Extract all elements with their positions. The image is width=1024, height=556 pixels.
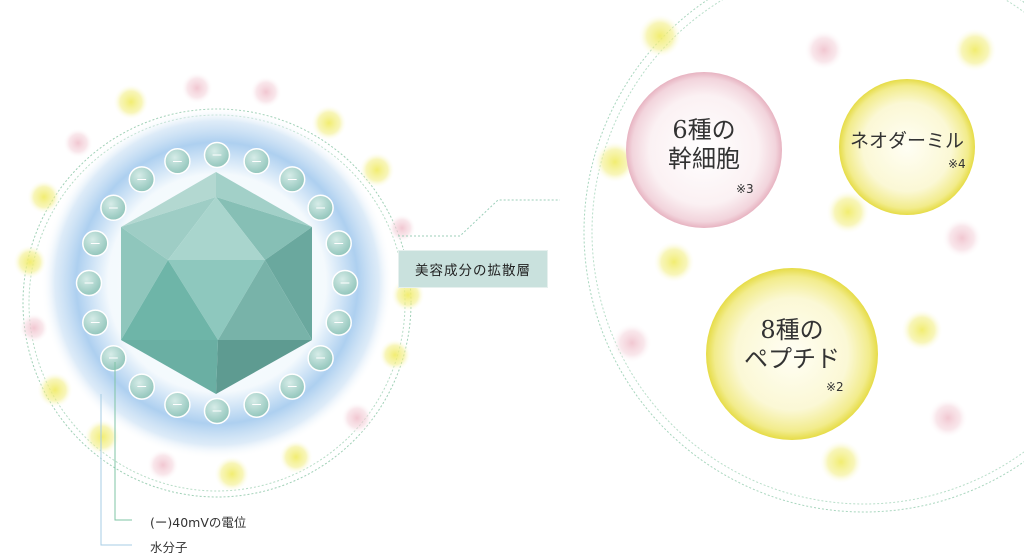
water-molecule xyxy=(203,397,231,425)
stem-cell-note: ※3 xyxy=(736,182,754,196)
pink-dot xyxy=(250,76,282,108)
yellow-dot xyxy=(819,440,863,484)
negative-charge-sign: ー xyxy=(90,317,101,330)
water-molecule xyxy=(243,148,270,175)
yellow-dot xyxy=(214,456,250,492)
negative-charge-sign: ー xyxy=(90,237,101,250)
negative-charge-sign: ー xyxy=(172,399,183,412)
diffusion-layer-label: 美容成分の拡散層 xyxy=(415,263,531,279)
pink-dot xyxy=(942,218,982,258)
water-molecule xyxy=(164,391,191,418)
yellow-dot xyxy=(379,339,411,371)
negative-charge-sign: ー xyxy=(212,405,223,418)
yellow-dot xyxy=(653,241,695,283)
water-molecule xyxy=(331,269,359,297)
pink-dot xyxy=(804,30,844,70)
yellow-dot xyxy=(311,105,347,141)
label-guide-lines xyxy=(100,199,560,546)
yellow-dot xyxy=(27,180,61,214)
water-molecule xyxy=(75,269,103,297)
pink-dot xyxy=(181,72,213,104)
yellow-dot xyxy=(826,190,870,234)
yellow-dot xyxy=(594,141,636,183)
yellow-dot xyxy=(953,28,997,72)
neodermyl-name: ネオダーミル xyxy=(842,130,972,153)
water-molecule xyxy=(243,391,270,418)
water-molecule xyxy=(128,373,156,400)
yellow-dot xyxy=(279,440,313,474)
neodermyl-note: ※4 xyxy=(948,157,966,171)
water-molecule-label: 水分子 xyxy=(150,540,188,555)
negative-charge-sign: ー xyxy=(108,202,119,215)
pink-dot xyxy=(19,313,49,343)
negative-charge-sign: ー xyxy=(251,155,262,168)
negative-charge-sign: ー xyxy=(340,277,351,290)
water-molecule xyxy=(203,141,231,169)
pink-dot xyxy=(341,402,373,434)
negative-charge-sign: ー xyxy=(315,202,326,215)
negative-charge-sign: ー xyxy=(212,149,223,162)
yellow-dot xyxy=(638,14,682,58)
water-molecule xyxy=(307,344,334,372)
water-molecule xyxy=(325,230,352,257)
peptide-name: 8種の ペプチド xyxy=(728,316,856,375)
peptide-bubble xyxy=(706,268,878,440)
pink-dot xyxy=(147,449,179,481)
pink-dot xyxy=(612,323,652,363)
peptide-note: ※2 xyxy=(826,380,844,394)
stem-cell-name: 6種の 幹細胞 xyxy=(644,116,764,175)
water-molecule xyxy=(82,309,109,336)
yellow-dot xyxy=(37,372,73,408)
yellow-dot xyxy=(113,84,149,120)
neodermyl-bubble xyxy=(839,79,975,215)
stem-cell-name-line1: 6種の xyxy=(672,116,736,144)
water-molecule xyxy=(100,344,127,372)
negative-charge-sign: ー xyxy=(333,237,344,250)
negative-charge-sign: ー xyxy=(172,155,183,168)
pink-dot xyxy=(928,398,968,438)
water-molecule xyxy=(82,230,109,257)
negative-charge-sign: ー xyxy=(136,173,147,186)
peptide-name-line1: 8種の xyxy=(760,316,824,344)
peptide-name-line2: ペプチド xyxy=(744,345,840,374)
negative-charge-sign: ー xyxy=(287,381,298,394)
stem-cell-bubble xyxy=(626,72,782,228)
yellow-dot xyxy=(84,419,120,455)
yellow-dot xyxy=(901,309,943,351)
pink-dot xyxy=(63,128,93,158)
water-molecule xyxy=(128,166,156,193)
yellow-dot xyxy=(359,152,395,188)
potential-label: (ー)40mVの電位 xyxy=(150,515,247,530)
diffusion-layer-callout: 美容成分の拡散層 xyxy=(398,250,548,288)
negative-charge-sign: ー xyxy=(333,317,344,330)
negative-charge-sign: ー xyxy=(315,352,326,365)
pink-dot xyxy=(388,214,416,242)
water-molecule xyxy=(164,148,191,175)
negative-charge-sign: ー xyxy=(251,399,262,412)
ingredient-dots-right xyxy=(594,14,997,484)
water-molecule xyxy=(307,194,334,222)
yellow-dot xyxy=(13,245,47,279)
water-molecule xyxy=(278,166,306,193)
water-molecule-ring: ーーーーーーーーーーーーーーーーーーーー xyxy=(75,141,359,425)
neodermyl-name-line1: ネオダーミル xyxy=(849,130,964,152)
water-molecule xyxy=(278,373,306,400)
stem-cell-name-line2: 幹細胞 xyxy=(668,145,740,174)
crystal-icon xyxy=(121,172,312,394)
water-molecule xyxy=(100,194,127,222)
water-molecule xyxy=(325,309,352,336)
negative-charge-sign: ー xyxy=(287,173,298,186)
negative-charge-sign: ー xyxy=(136,381,147,394)
negative-charge-sign: ー xyxy=(84,277,95,290)
negative-charge-sign: ー xyxy=(108,352,119,365)
